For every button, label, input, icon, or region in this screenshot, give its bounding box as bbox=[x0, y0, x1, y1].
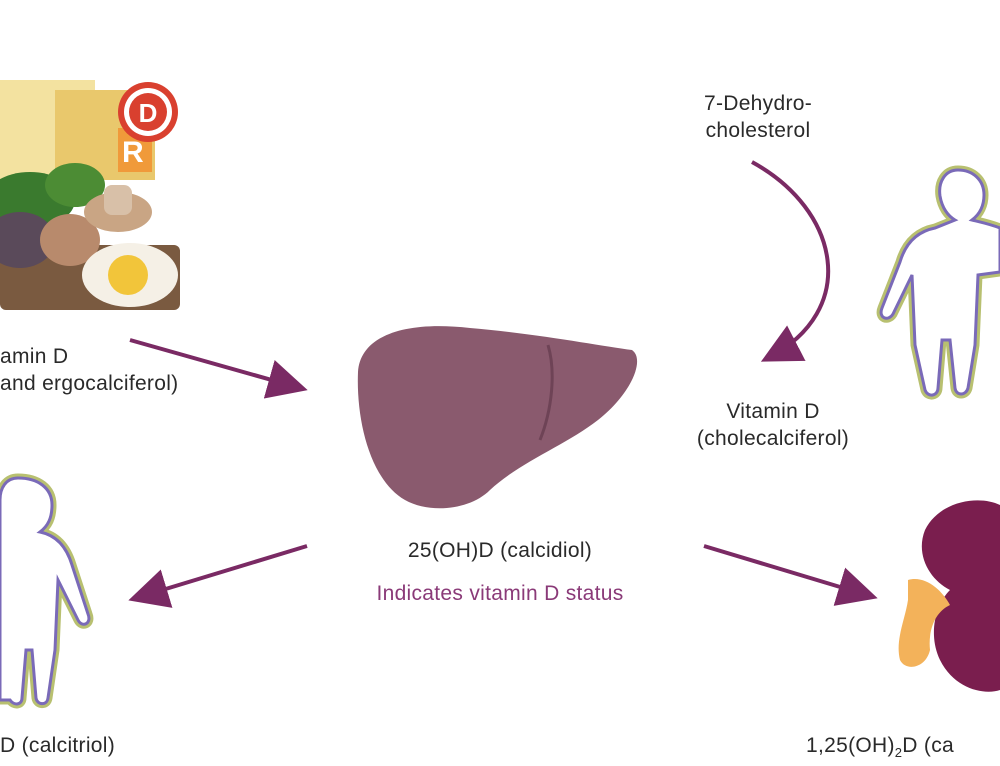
status-note-label: Indicates vitamin D status bbox=[376, 582, 624, 605]
kidney-label-subscript: 2 bbox=[894, 745, 903, 761]
calcitriol-kidney-label: 1,25(OH)2D (ca bbox=[806, 732, 954, 759]
svg-text:D: D bbox=[139, 98, 158, 128]
precursor-label: 7-Dehydro- cholesterol bbox=[658, 90, 858, 144]
skin-vitamin-d-label: Vitamin D (cholecalciferol) bbox=[658, 398, 888, 452]
precursor-label-line2: cholesterol bbox=[705, 119, 811, 142]
human-silhouette-icon bbox=[876, 165, 1000, 400]
skin-vitd-line2: (cholecalciferol) bbox=[696, 427, 850, 450]
calcidiol-label: 25(OH)D (calcidiol) bbox=[407, 539, 593, 562]
precursor-label-line1: 7-Dehydro- bbox=[703, 92, 813, 115]
vitamin-d-badge-icon: D bbox=[118, 82, 178, 142]
svg-text:R: R bbox=[122, 136, 144, 169]
skin-vitd-line1: Vitamin D bbox=[726, 400, 820, 423]
food-cluster-icon: R bbox=[0, 80, 180, 310]
human-silhouette-icon bbox=[0, 473, 94, 709]
calcitriol-left-label: D (calcitriol) bbox=[0, 734, 116, 757]
dietary-label-line2: and ergocalciferol) bbox=[0, 372, 179, 395]
arrow-liver-to-left bbox=[128, 544, 308, 608]
dietary-vitamin-d-label: amin D and ergocalciferol) bbox=[0, 343, 178, 397]
arrow-precursor-to-vitd bbox=[751, 160, 831, 362]
kidney-label-suffix: D (ca bbox=[902, 734, 954, 757]
kidney-icon bbox=[898, 500, 1000, 692]
arrow-liver-to-kidney bbox=[703, 544, 878, 606]
liver-icon bbox=[357, 326, 638, 509]
arrow-diet-to-liver bbox=[129, 338, 308, 399]
kidney-label-prefix: 1,25(OH) bbox=[806, 734, 895, 757]
dietary-label-line1: amin D bbox=[0, 345, 69, 368]
